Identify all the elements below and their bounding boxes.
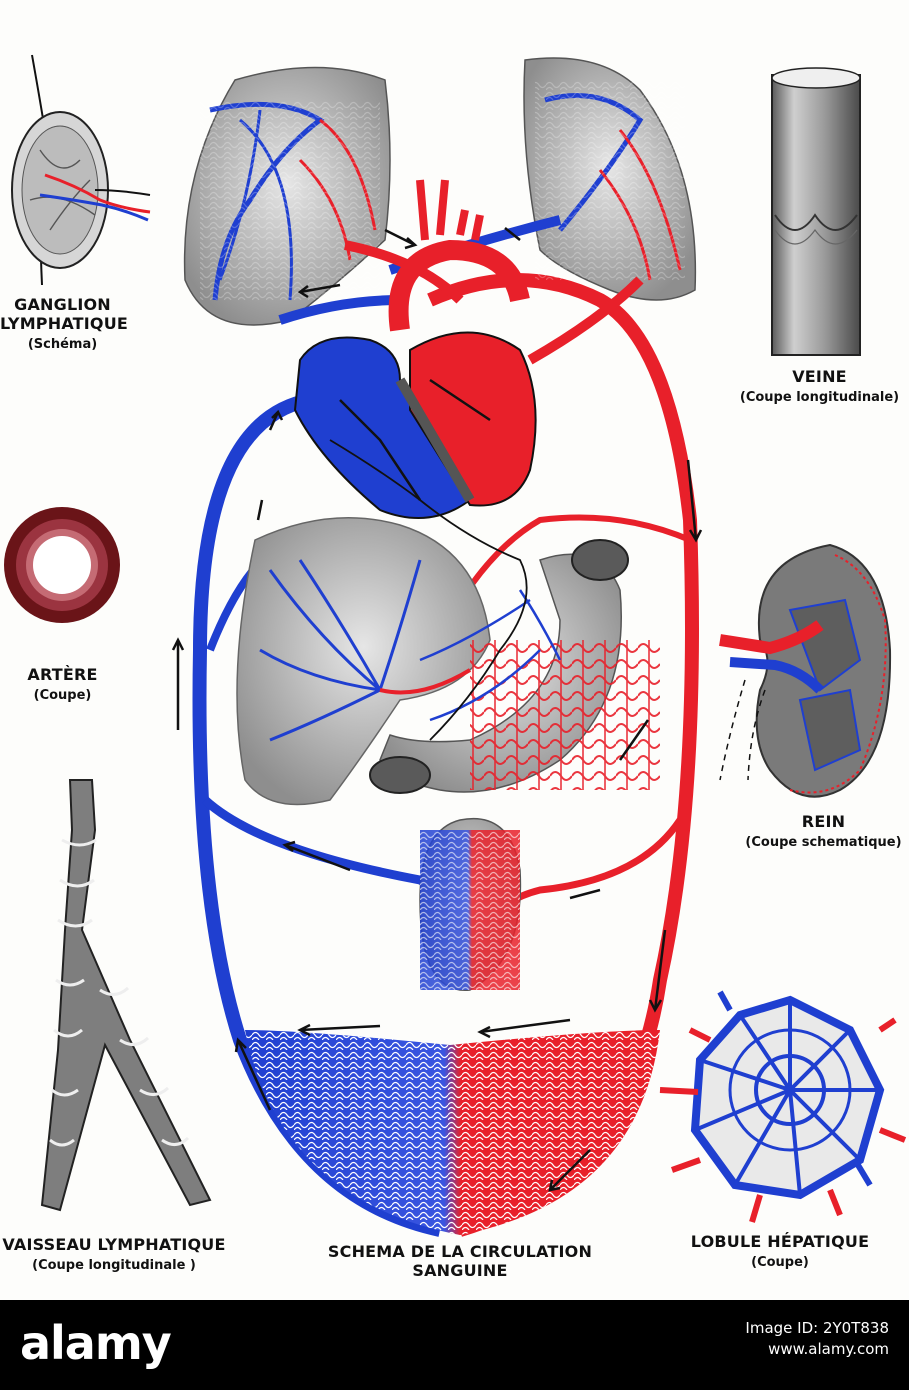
stock-footer-bar: alamy Image ID: 2Y0T838 www.alamy.com (0, 1300, 909, 1390)
circulation-illustration (4, 54, 907, 1237)
label-artery: ARTÈRE (Coupe) (0, 665, 125, 703)
label-vein-title: VEINE (792, 367, 847, 386)
label-liver-lobule-title: LOBULE HÉPATIQUE (690, 1232, 870, 1251)
label-vein: VEINE (Coupe longitudinale) (730, 367, 909, 405)
nerve-branches (329, 439, 528, 741)
kidney-figure (719, 543, 892, 798)
main-title: SCHEMA DE LA CIRCULATION SANGUINE (327, 1242, 593, 1280)
label-artery-title: ARTÈRE (27, 665, 98, 684)
label-artery-sub: (Coupe) (33, 687, 92, 703)
intestine (369, 539, 660, 794)
label-kidney-sub: (Coupe schematique) (745, 834, 902, 850)
label-lymph-vessel: VAISSEAU LYMPHATIQUE (Coupe longitudinal… (0, 1235, 228, 1273)
artery-cross-section (4, 507, 120, 623)
flow-arrows (171, 227, 703, 1192)
vein-figure (771, 67, 861, 356)
label-kidney-title: REIN (801, 812, 846, 831)
anatomy-plate: GANGLION LYMPHATIQUE (Schéma) VEINE (Cou… (0, 54, 909, 1281)
heart (293, 331, 537, 519)
liver (236, 517, 491, 806)
label-lymph-vessel-title: VAISSEAU LYMPHATIQUE (2, 1235, 226, 1254)
site-url: www.alamy.com (768, 1340, 889, 1358)
liver-lobule-figure (659, 990, 907, 1223)
label-kidney: REIN (Coupe schematique) (738, 812, 909, 850)
label-liver-lobule: LOBULE HÉPATIQUE (Coupe) (680, 1232, 880, 1270)
aortic-arch (388, 179, 530, 332)
label-lymph-node: GANGLION LYMPHATIQUE (Schéma) (0, 295, 129, 352)
lymph-node-figure (11, 54, 151, 286)
left-lung (183, 66, 391, 326)
label-main-title: SCHEMA DE LA CIRCULATION SANGUINE (295, 1242, 625, 1281)
label-lymph-vessel-sub: (Coupe longitudinale ) (32, 1257, 196, 1273)
pulmonary-vein-left (278, 295, 401, 325)
lymph-vessel-figure (40, 779, 212, 1212)
image-id: Image ID: 2Y0T838 www.alamy.com (745, 1318, 889, 1360)
label-vein-sub: (Coupe longitudinale) (739, 389, 900, 405)
central-kidney (419, 817, 522, 991)
right-lung (523, 57, 697, 301)
label-lymph-node-title: GANGLION LYMPHATIQUE (0, 295, 129, 333)
capillary-bed (245, 1030, 660, 1235)
label-liver-lobule-sub: (Coupe) (751, 1254, 809, 1270)
label-lymph-node-sub: (Schéma) (27, 336, 98, 352)
image-id-text: Image ID: 2Y0T838 (745, 1319, 889, 1337)
watermark-logo: alamy (20, 1316, 172, 1370)
